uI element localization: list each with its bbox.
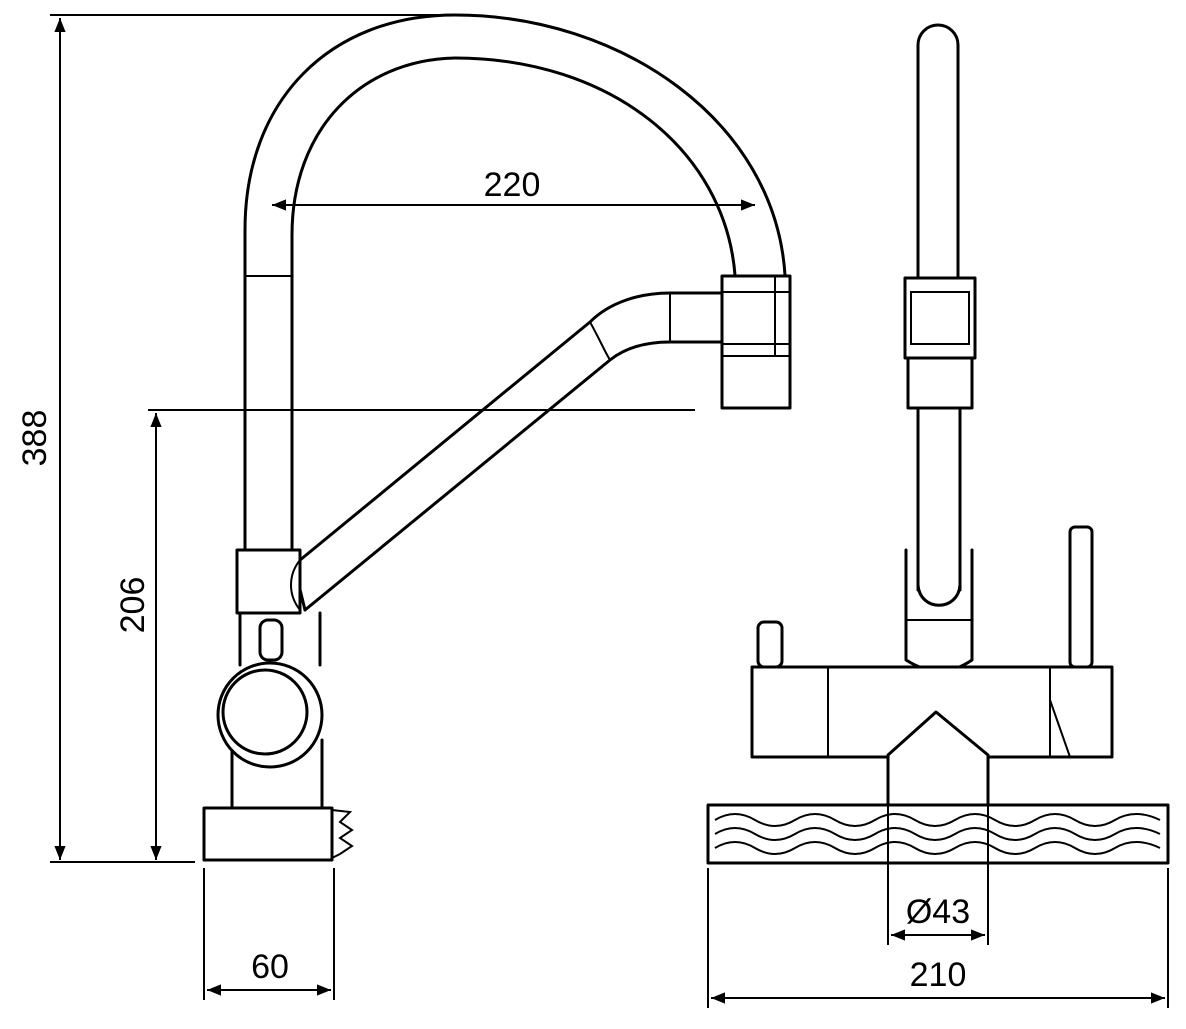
body-stem [238,611,322,667]
side-view: 388 206 220 60 [16,13,792,1000]
front-base-plate [706,803,1170,865]
dimension-spout-height: 206 [114,577,152,634]
dimension-base-width: 210 [910,956,967,994]
front-view: Ø43 210 [706,23,1170,1008]
collar-curve [290,559,301,611]
front-spout-top [916,23,960,280]
dimension-hole-diameter: Ø43 [906,893,970,931]
front-coupling [903,276,977,360]
body-pin [258,618,284,662]
front-coupling-inner [910,291,970,345]
side-thread [331,809,354,859]
front-right-lever [1068,525,1094,669]
diagonal-spout [292,291,724,612]
front-body-diagonal [1049,699,1071,758]
handle-knob-inner [221,668,309,756]
front-left-lever [756,620,784,669]
front-stem [916,406,962,592]
spray-head [720,274,792,410]
body-collar [235,548,302,615]
diagonal-spout-seam [589,321,611,361]
gooseneck-outer-edge [243,13,787,552]
dimension-total-height: 388 [16,410,54,467]
front-collar [904,548,974,673]
gooseneck-inner-edge [290,56,737,552]
front-stem-bottom [916,583,962,607]
front-spray-lower [906,356,974,410]
dimension-base-depth: 60 [251,948,289,986]
side-base [202,806,334,862]
dimension-spout-reach: 220 [484,166,541,204]
base-plate-hatching [714,813,1161,855]
